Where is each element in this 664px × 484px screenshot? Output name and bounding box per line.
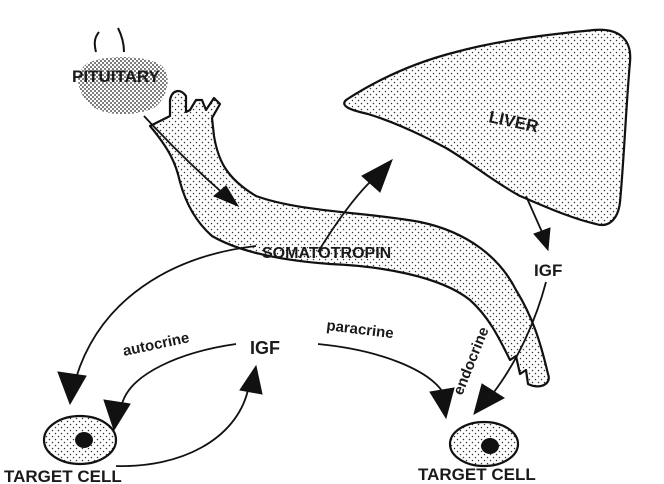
igf-liver-label: IGF bbox=[534, 261, 562, 280]
autocrine-label: autocrine bbox=[121, 329, 191, 360]
arrow-somatotropin-to-left-cell bbox=[76, 246, 256, 378]
arrow-cell-to-igf bbox=[116, 390, 248, 466]
somatotropin-label: SOMATOTROPIN bbox=[262, 245, 391, 262]
target-cell-right bbox=[450, 422, 518, 466]
arrowhead-endocrine bbox=[474, 384, 504, 414]
liver bbox=[344, 30, 630, 225]
arrowhead-somatotropin-to-left-cell bbox=[58, 372, 86, 404]
target-cell-left-label: TARGET CELL bbox=[4, 467, 122, 484]
arrow-paracrine bbox=[318, 344, 444, 394]
target-cell-left bbox=[44, 416, 116, 464]
arrowhead-liver-to-igf bbox=[534, 228, 550, 250]
igf-center-label: IGF bbox=[250, 338, 280, 358]
pituitary-label: PITUITARY bbox=[72, 67, 160, 86]
nucleus-right bbox=[481, 438, 499, 454]
arrowhead-cell-to-igf bbox=[240, 366, 262, 394]
arrowhead-somatotropin-to-liver bbox=[362, 160, 392, 192]
nucleus-left bbox=[75, 432, 93, 448]
arrowhead-paracrine bbox=[430, 388, 454, 418]
paracrine-label: paracrine bbox=[326, 317, 395, 342]
target-cell-right-label: TARGET CELL bbox=[418, 465, 536, 484]
